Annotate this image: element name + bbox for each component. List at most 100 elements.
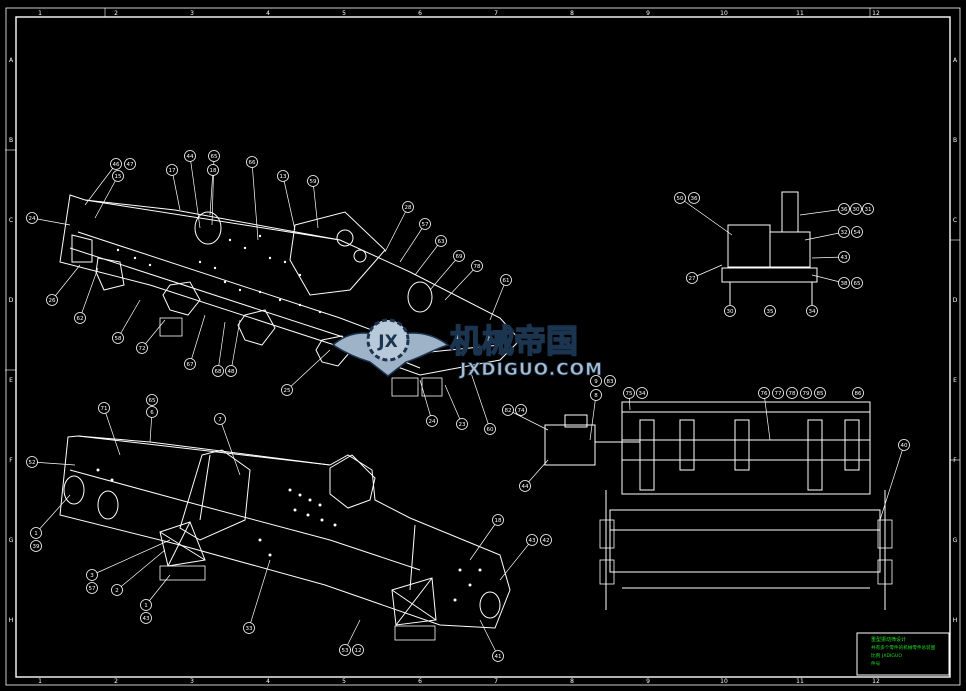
balloon-number: 60: [487, 427, 494, 433]
zone-row-left: G: [9, 537, 14, 544]
balloon-circle: [515, 404, 527, 416]
view-b-section: [59, 435, 511, 641]
balloon-leader: [282, 175, 296, 231]
balloon-number: 75: [626, 391, 633, 397]
perforation: [298, 493, 302, 497]
balloon-circle: [112, 332, 124, 344]
part-balloon-a11: 24: [26, 212, 71, 226]
balloon-circle: [674, 192, 686, 204]
part-balloon-a8: 18: [207, 164, 219, 216]
balloon-leader: [84, 163, 117, 206]
balloon-number: 43: [143, 616, 150, 622]
part-balloon-c4: 30: [850, 203, 862, 215]
title-line-1: 重型振动筛设计: [871, 636, 906, 643]
balloon-number: 30: [853, 207, 860, 213]
view-d-column: [679, 419, 695, 471]
view-d-drive-shaft: [544, 414, 640, 466]
zone-col-top: 7: [494, 10, 498, 17]
perforation: [278, 298, 282, 302]
view-b-riser: [199, 454, 211, 521]
view-d-spring: [877, 519, 893, 549]
part-balloon-a6: 65: [208, 150, 220, 226]
drawing-frame: [5, 7, 961, 686]
view-b-vibrator-housing: [329, 454, 376, 509]
view-d-coupling: [544, 424, 596, 466]
view-a-beam: [95, 257, 125, 291]
part-balloon-b3: 6: [146, 406, 158, 443]
perforation: [318, 310, 322, 314]
view-a-beam: [71, 234, 93, 263]
view-a-beam: [237, 309, 276, 346]
balloon-number: 44: [522, 484, 529, 490]
view-a-beam: [315, 335, 351, 367]
title-line-3: 比例: [871, 652, 881, 659]
balloon-circle: [74, 312, 86, 324]
view-d-frame: [621, 401, 871, 495]
balloon-number: 1: [144, 603, 148, 609]
balloon-circle: [26, 212, 38, 224]
balloon-circle: [851, 226, 863, 238]
view-b-brace: [391, 589, 437, 621]
balloon-circle: [838, 277, 850, 289]
perforation: [96, 468, 100, 472]
part-balloon-d15: 40: [879, 439, 910, 521]
zone-col-bottom: 10: [720, 678, 728, 685]
balloon-circle: [636, 387, 648, 399]
balloon-circle: [814, 387, 826, 399]
balloon-leader: [116, 549, 166, 591]
view-b-brace: [159, 531, 206, 561]
view-c-base: [721, 267, 818, 283]
zone-row-right: G: [953, 537, 958, 544]
balloon-circle: [26, 456, 38, 468]
perforation: [243, 246, 247, 250]
balloon-number: 25: [284, 388, 291, 394]
perforation: [258, 234, 262, 238]
view-b-brace: [167, 521, 191, 567]
part-balloon-b16: 42: [540, 534, 552, 546]
balloon-circle: [492, 650, 504, 662]
part-balloon-a19: 62: [74, 267, 99, 324]
part-balloon-a15: 69: [429, 250, 465, 291]
balloon-number: 18: [495, 518, 502, 524]
part-balloon-a27: 23: [444, 384, 468, 430]
balloon-leader: [31, 461, 76, 466]
view-b-riser: [409, 524, 416, 591]
balloon-number: 82: [505, 408, 512, 414]
balloon-circle: [86, 569, 98, 581]
part-balloon-a3: 15: [94, 170, 124, 219]
balloon-leader: [804, 231, 845, 241]
zone-col-bottom: 8: [570, 678, 574, 685]
part-balloon-a28: 60: [469, 369, 496, 435]
outer-border: [5, 7, 961, 686]
view-a-inspection-port: [407, 281, 433, 313]
zone-row-right: F: [953, 457, 957, 464]
view-c-drive-detail: [721, 191, 818, 305]
balloon-circle: [838, 226, 850, 238]
balloon-number: 58: [115, 336, 122, 342]
zone-row-right: C: [953, 217, 957, 224]
balloon-circle: [225, 365, 237, 377]
part-balloon-a13: 57: [399, 218, 431, 263]
balloon-leader: [489, 279, 507, 321]
balloon-circle: [526, 534, 538, 546]
balloon-number: 66: [249, 160, 256, 166]
balloon-number: 30: [727, 309, 734, 315]
balloon-number: 52: [29, 460, 36, 466]
part-balloon-c1: 50: [674, 192, 733, 236]
part-balloon-d5: 34: [636, 387, 648, 399]
balloon-number: 7: [218, 417, 222, 423]
title-line-4: JXDIGUO: [881, 653, 902, 659]
balloon-circle: [800, 387, 812, 399]
balloon-number: 9: [594, 379, 598, 385]
view-d-spring: [877, 559, 893, 585]
perforation: [308, 498, 312, 502]
balloon-circle: [786, 387, 798, 399]
balloon-leader: [507, 409, 549, 431]
zone-row-left: H: [9, 617, 14, 624]
balloon-circle: [212, 365, 224, 377]
part-balloon-a20: 58: [112, 299, 141, 344]
balloon-circle: [214, 413, 226, 425]
view-b-spring: [159, 565, 206, 581]
